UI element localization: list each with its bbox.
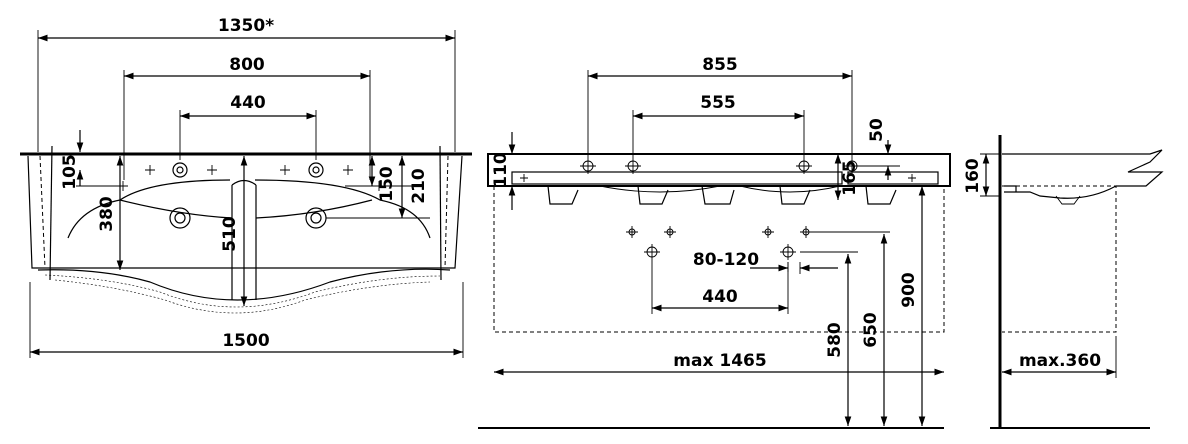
dim-max-width-side: max 1465 xyxy=(673,351,766,371)
front-view: 1350* 800 440 105 380 510 150 210 xyxy=(20,16,472,358)
dim-total-depth: 510 xyxy=(220,216,240,252)
dim-height-580: 580 xyxy=(825,322,845,358)
dim-profile-height: 160 xyxy=(963,158,983,194)
dim-top-offset: 50 xyxy=(867,118,887,142)
dim-back-offset: 150 xyxy=(377,166,397,202)
dim-drain-spacing-side: 440 xyxy=(702,287,738,307)
dim-inner-spacing: 555 xyxy=(700,93,736,113)
dim-height-650: 650 xyxy=(861,312,881,348)
dim-tap-spacing: 800 xyxy=(229,55,265,75)
dim-drain-spacing: 440 xyxy=(230,93,266,113)
profile-view: 160 max.360 xyxy=(963,135,1164,429)
dim-drain-range: 80-120 xyxy=(693,250,759,270)
side-view: 855 555 50 110 165 80-120 440 580 xyxy=(478,55,951,429)
dim-height-900: 900 xyxy=(899,272,919,308)
dim-profile-max-depth: max.360 xyxy=(1019,351,1101,371)
dim-frame-height: 165 xyxy=(840,160,860,196)
dim-bowl-depth: 380 xyxy=(97,196,117,232)
dim-bracket-spacing: 855 xyxy=(702,55,738,75)
dim-overall-width: 1350* xyxy=(218,16,274,36)
dim-rim-height-side: 110 xyxy=(491,152,511,188)
dim-drain-height: 210 xyxy=(409,168,429,204)
dim-rim-height: 105 xyxy=(60,154,80,190)
dim-max-width: 1500 xyxy=(222,331,269,351)
